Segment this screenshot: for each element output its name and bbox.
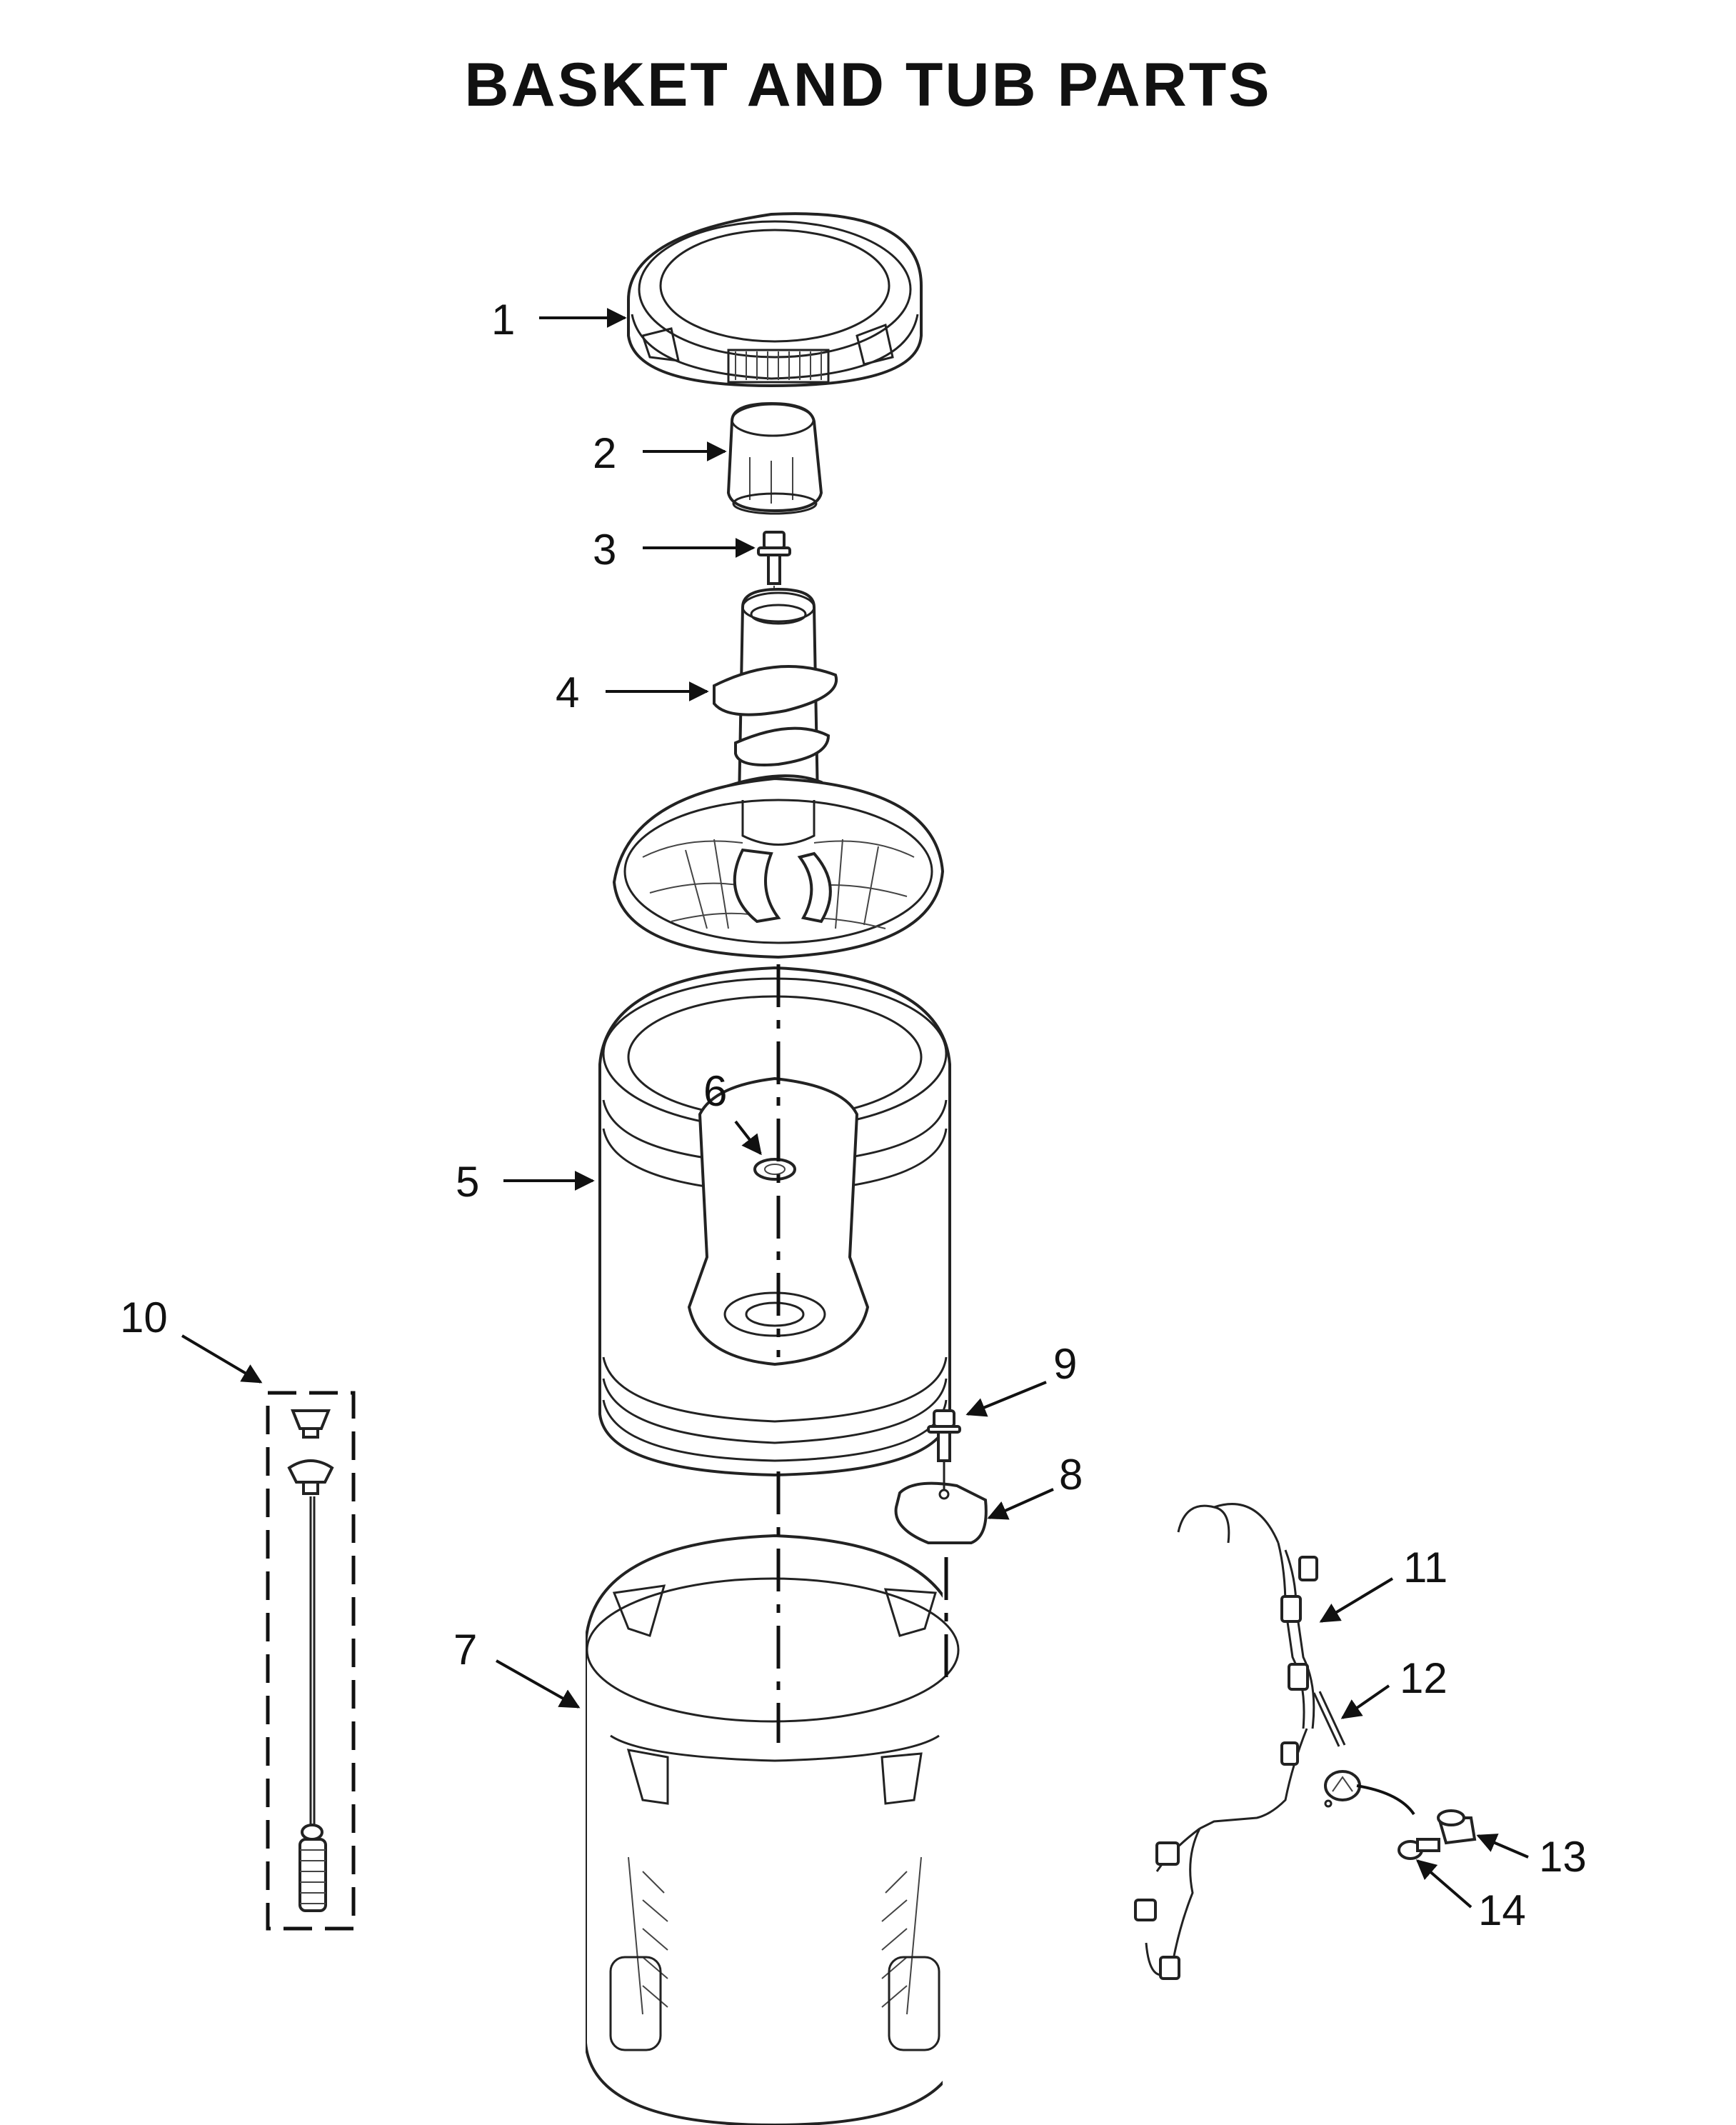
- leader-11: [1319, 1577, 1394, 1623]
- auger-impeller-part: [612, 587, 945, 959]
- basket-ring-part: [627, 212, 923, 388]
- leader-9: [965, 1381, 1047, 1417]
- callout-7: 7: [453, 1626, 477, 1674]
- leader-13: [1476, 1834, 1529, 1859]
- bolt-part: [757, 531, 791, 596]
- leader-6: [734, 1120, 762, 1156]
- wash-basket-part: [598, 966, 951, 1477]
- leader-7: [496, 1659, 581, 1709]
- agitator-cap-part: [726, 401, 823, 515]
- callout-5: 5: [456, 1158, 479, 1206]
- sensor-clip-part: [1313, 1691, 1346, 1747]
- leader-12-grommet-link: [1356, 1784, 1415, 1816]
- callout-1: 1: [491, 296, 515, 344]
- callout-9: 9: [1053, 1340, 1077, 1388]
- page-title: BASKET AND TUB PARTS: [464, 51, 1272, 119]
- leader-10: [181, 1334, 263, 1384]
- grommet-part: [1324, 1770, 1361, 1808]
- wire-harness-part: [1134, 1503, 1318, 1980]
- callout-2: 2: [593, 429, 616, 477]
- leader-8: [987, 1488, 1054, 1520]
- screw-part: [927, 1409, 961, 1489]
- callout-13: 13: [1539, 1833, 1587, 1881]
- callout-10: 10: [120, 1294, 168, 1341]
- bracket-part: [894, 1481, 988, 1544]
- callout-6: 6: [703, 1067, 727, 1115]
- callout-12: 12: [1400, 1654, 1447, 1702]
- leader-12: [1340, 1684, 1390, 1719]
- callout-8: 8: [1059, 1451, 1083, 1499]
- connector-part: [1437, 1809, 1477, 1845]
- callout-14: 14: [1478, 1886, 1526, 1934]
- callout-11: 11: [1403, 1544, 1447, 1591]
- leader-14: [1415, 1859, 1472, 1909]
- callout-4: 4: [556, 669, 579, 716]
- outer-tub-part: [586, 1534, 960, 2125]
- callout-3: 3: [593, 526, 616, 574]
- suspension-rod-part: [266, 1391, 356, 1931]
- small-screw-part: [1398, 1838, 1440, 1860]
